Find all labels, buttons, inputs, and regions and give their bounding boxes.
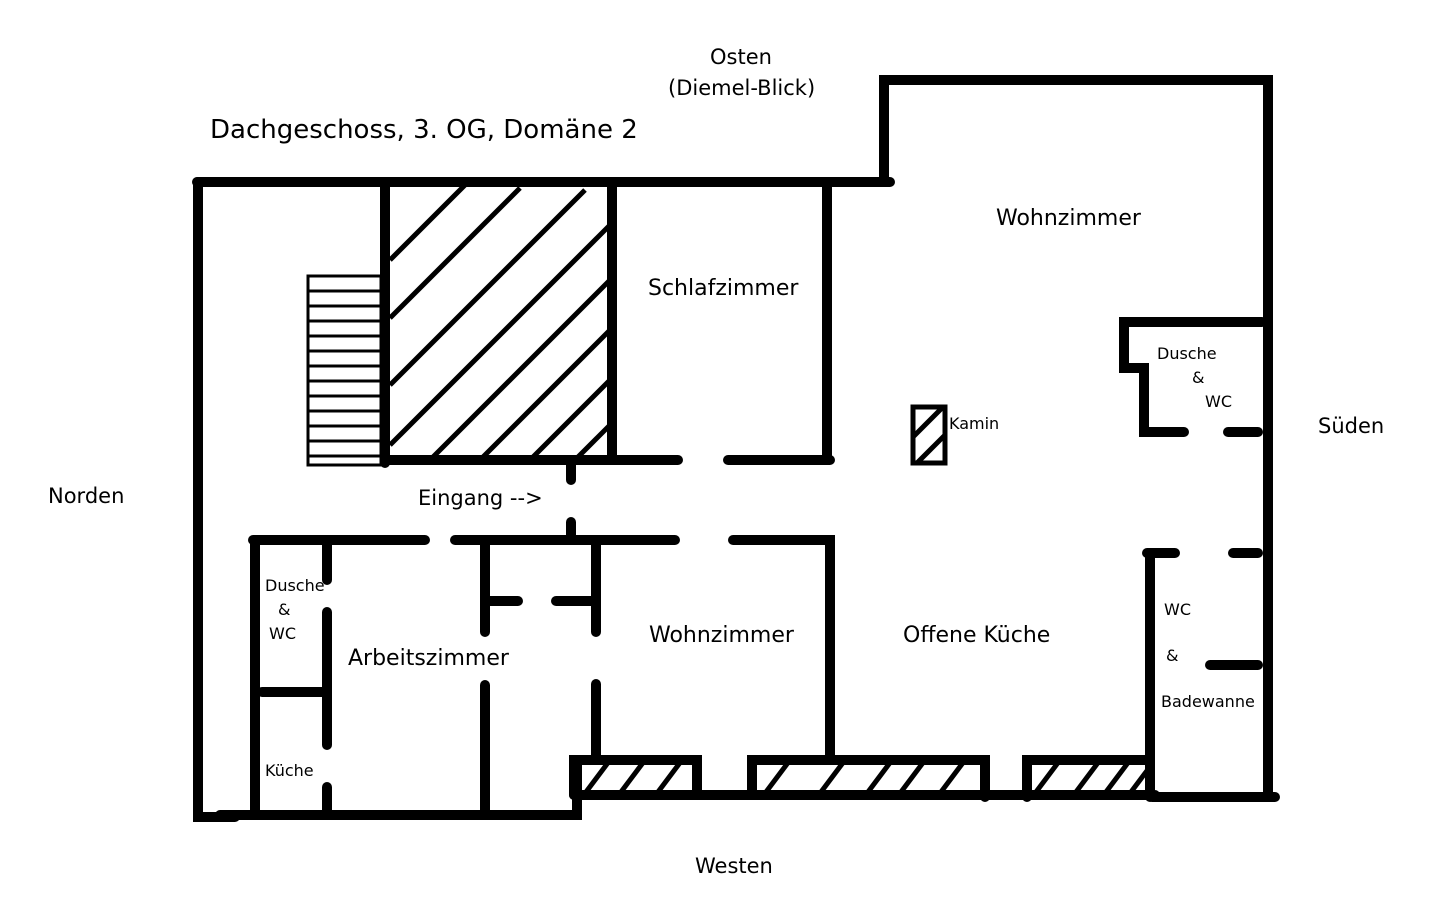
compass-south: Süden [1318,414,1385,438]
compass-east: Osten [710,45,772,69]
plan-title: Dachgeschoss, 3. OG, Domäne 2 [210,115,638,145]
compass-west: Westen [695,854,773,878]
walls [192,75,1280,822]
room-dusche-wc-right: Dusche [1157,344,1217,363]
room-wohnzimmer-top: Wohnzimmer [996,206,1141,231]
room-dusche-wc-left: Dusche [265,576,325,595]
stairwell-hatch [390,187,608,455]
kamin-label: Kamin [949,414,1000,433]
window-hatches [569,755,1155,802]
room-wohnzimmer-bottom: Wohnzimmer [649,623,794,648]
kamin-symbol [910,404,948,466]
room-arbeitszimmer: Arbeitszimmer [348,646,509,671]
compass-east-note: (Diemel-Blick) [668,76,816,100]
entrance-label: Eingang --> [418,486,543,510]
room-schlafzimmer: Schlafzimmer [648,276,799,301]
room-kueche: Küche [265,761,314,780]
room-dusche-wc-left-and: & [278,600,291,619]
room-offene-kueche: Offene Küche [903,623,1051,648]
room-dusche-wc-left-wc: WC [269,624,296,643]
room-wc-bad-badewanne: Badewanne [1161,692,1255,711]
staircase [306,274,383,467]
compass-north: Norden [48,484,125,508]
room-wc-bad: WC [1164,600,1191,619]
room-dusche-wc-right-wc: WC [1205,392,1232,411]
room-dusche-wc-right-and: & [1192,368,1205,387]
room-wc-bad-and: & [1166,646,1179,665]
